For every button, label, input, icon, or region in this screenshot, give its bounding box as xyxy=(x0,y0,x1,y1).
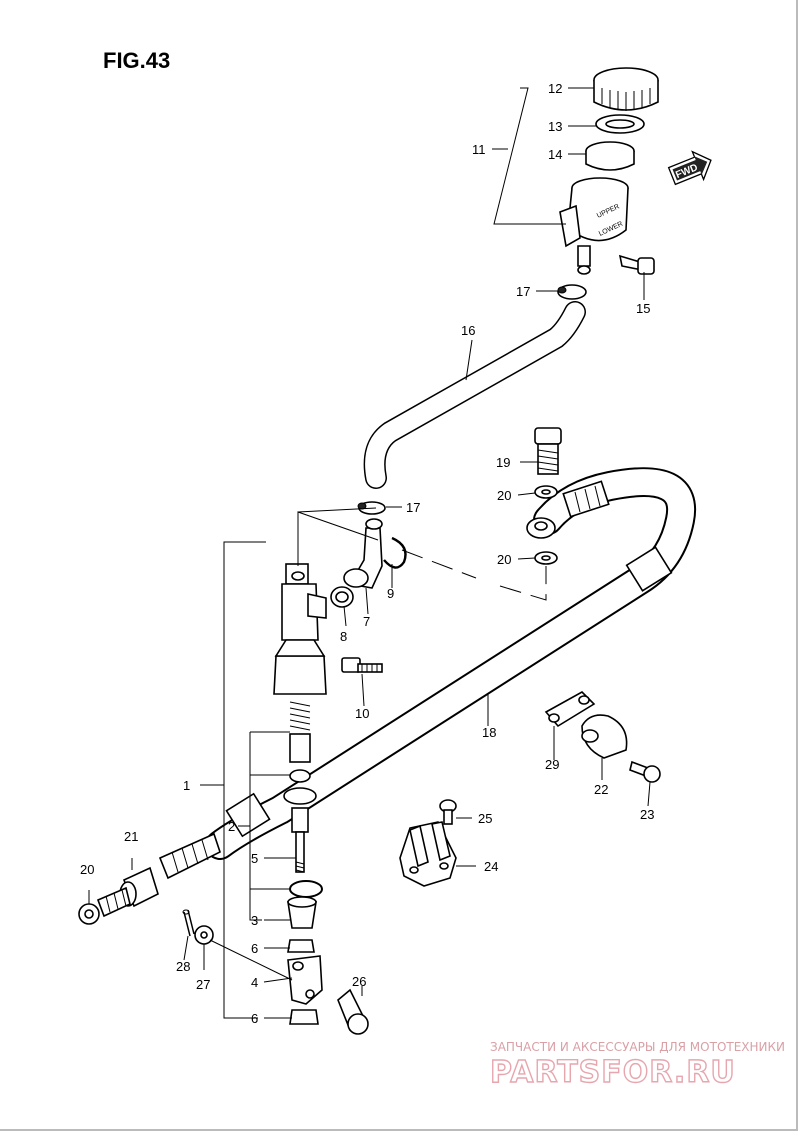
callout-3: 3 xyxy=(251,913,258,928)
callout-21: 21 xyxy=(124,829,138,844)
banjo-fitting xyxy=(526,517,556,539)
callout-17a: 17 xyxy=(516,284,530,299)
boot xyxy=(287,896,317,929)
callout-5: 5 xyxy=(251,851,258,866)
callout-26: 26 xyxy=(352,974,366,989)
retaining-clip xyxy=(383,536,407,569)
callout-14: 14 xyxy=(548,147,562,162)
clevis-pin xyxy=(337,988,369,1035)
callout-13: 13 xyxy=(548,119,562,134)
guide-bolt xyxy=(629,760,661,783)
fwd-arrow-icon: FWD xyxy=(667,150,712,186)
callout-1: 1 xyxy=(183,778,190,793)
hose-guide-plate xyxy=(544,691,596,728)
callout-20a: 20 xyxy=(497,488,511,503)
reservoir-bolt xyxy=(618,254,655,275)
callout-2: 2 xyxy=(228,819,235,834)
mounting-bolt xyxy=(341,657,383,673)
clevis-nut xyxy=(289,1009,319,1025)
banjo-bolt xyxy=(534,427,562,475)
callout-17b: 17 xyxy=(406,500,420,515)
piston xyxy=(289,733,311,763)
callout-24: 24 xyxy=(484,859,498,874)
callout-22: 22 xyxy=(594,782,608,797)
pin-washer xyxy=(194,925,214,945)
callout-18: 18 xyxy=(482,725,496,740)
spring xyxy=(289,701,311,731)
hose-guide xyxy=(581,714,628,759)
watermark-tagline: ЗАПЧАСТИ И АКСЕССУАРЫ ДЛЯ МОТОТЕХНИКИ xyxy=(490,1040,785,1054)
lock-nut xyxy=(287,939,315,953)
callout-25: 25 xyxy=(478,811,492,826)
washer-lower xyxy=(534,551,558,565)
diaphragm xyxy=(585,141,635,171)
push-rod-clevis xyxy=(287,955,323,1005)
callout-23: 23 xyxy=(640,807,654,822)
reservoir-hose xyxy=(363,301,586,489)
hose-union xyxy=(96,832,221,918)
figure-title: FIG.43 xyxy=(103,48,170,73)
washer-upper xyxy=(534,485,558,499)
callout-11: 11 xyxy=(472,142,486,157)
callout-4: 4 xyxy=(251,975,258,990)
bracket xyxy=(399,821,457,887)
diaphragm-plate xyxy=(595,114,645,134)
cup-seal xyxy=(283,769,317,805)
watermark-brand: PARTSFOR.RU xyxy=(490,1055,736,1090)
callout-19: 19 xyxy=(496,455,510,470)
union-washer xyxy=(78,903,100,925)
callout-10: 10 xyxy=(355,706,369,721)
watermark: ЗАПЧАСТИ И АКСЕССУАРЫ ДЛЯ МОТОТЕХНИКИ PA… xyxy=(489,1040,785,1091)
bracket-screw xyxy=(439,799,457,825)
inlet-fitting xyxy=(343,518,383,589)
callout-6a: 6 xyxy=(251,941,258,956)
callout-15: 15 xyxy=(636,301,650,316)
callout-9: 9 xyxy=(387,586,394,601)
push-rod xyxy=(291,807,309,873)
cotter-pin xyxy=(182,909,195,937)
leader-lines xyxy=(88,87,651,1019)
callout-20c: 20 xyxy=(80,862,94,877)
o-ring xyxy=(330,586,354,608)
callout-labels: 1 2 3 4 5 6 6 7 8 9 10 11 12 13 14 15 16… xyxy=(80,81,654,1026)
brake-hose xyxy=(205,467,697,860)
callout-28: 28 xyxy=(176,959,190,974)
reservoir-body: UPPER LOWER xyxy=(559,177,629,275)
callout-20b: 20 xyxy=(497,552,511,567)
callout-7: 7 xyxy=(363,614,370,629)
reservoir-cap xyxy=(593,67,659,111)
callout-27: 27 xyxy=(196,977,210,992)
callout-6b: 6 xyxy=(251,1011,258,1026)
callout-8: 8 xyxy=(340,629,347,644)
callout-29: 29 xyxy=(545,757,559,772)
callout-16: 16 xyxy=(461,323,475,338)
master-cylinder-body xyxy=(273,563,327,695)
callout-12: 12 xyxy=(548,81,562,96)
hose-clamp-upper xyxy=(557,284,587,300)
snap-ring xyxy=(289,880,323,898)
